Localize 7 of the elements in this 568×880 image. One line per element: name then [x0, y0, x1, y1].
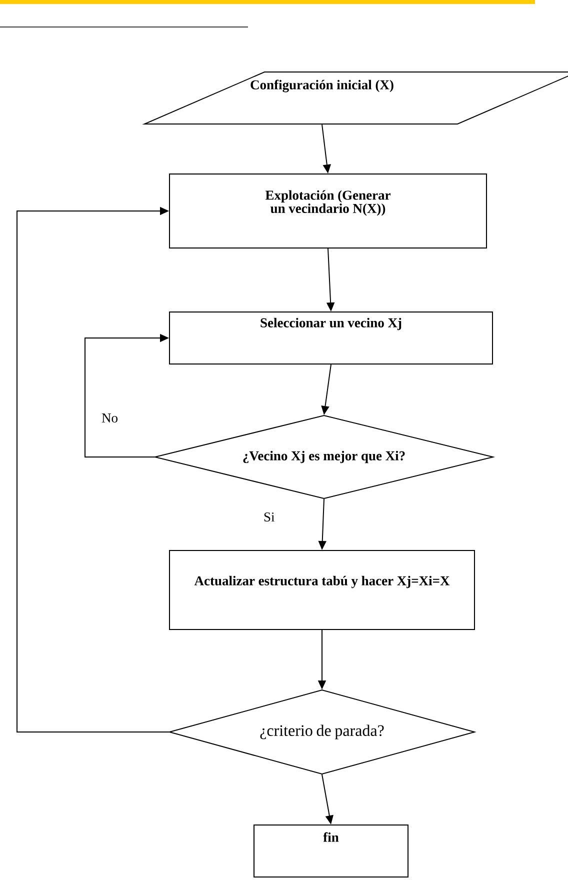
- edge-label: Si: [262, 511, 276, 523]
- process-box: Seleccionar un vecino Xj: [169, 312, 493, 364]
- process-box: fin: [254, 824, 408, 878]
- edge-label: No: [100, 412, 119, 424]
- arrow: [16, 206, 170, 732]
- process-box: Actualizar estructura tabú y hacer Xj=Xi=X: [169, 550, 475, 630]
- process-box: Explotación (Generar un vecindario N(X)): [169, 174, 487, 248]
